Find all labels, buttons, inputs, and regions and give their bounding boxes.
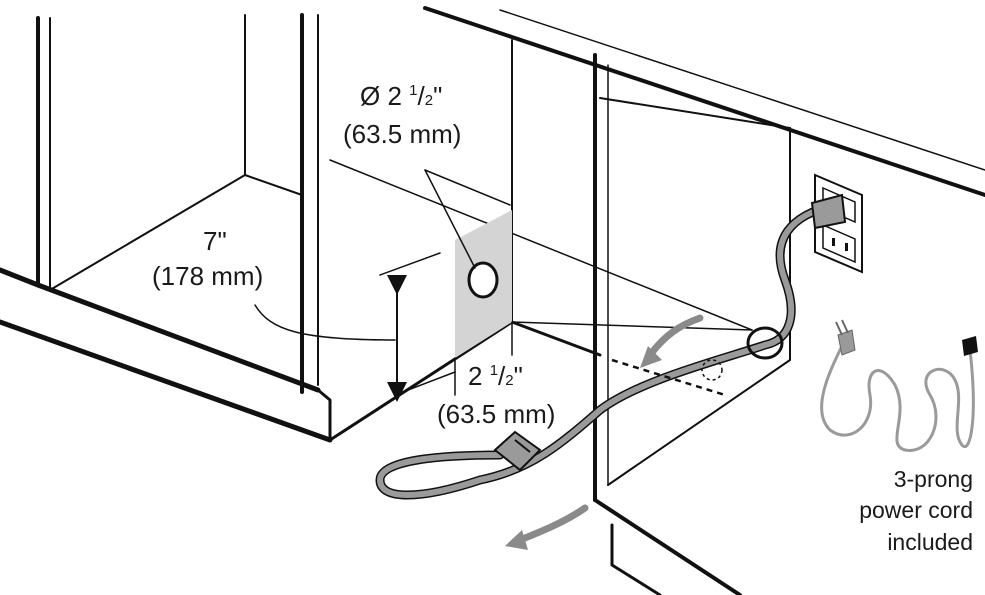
back-wall: [329, 6, 985, 361]
routing-arrow-icon: [505, 314, 704, 550]
offset-dimension: [454, 321, 513, 396]
hole-diameter-metric-label: (63.5 mm): [343, 119, 461, 149]
side-panel: [455, 210, 512, 358]
included-cord-illustration: [820, 319, 978, 452]
cord-note-line-1: 3-prong: [894, 466, 973, 492]
left-cabinet: [0, 13, 333, 443]
cord-note-line-2: power cord: [859, 497, 973, 523]
hole-diameter-label: Ø 2 1/2": [360, 81, 442, 111]
plug-icon: [810, 193, 847, 230]
offset-imperial-label: 2 1/2": [468, 361, 523, 391]
power-cord-icon: [375, 200, 840, 500]
offset-metric-label: (63.5 mm): [437, 399, 555, 429]
height-imperial-label: 7": [203, 226, 227, 256]
drill-hole: [467, 261, 499, 299]
height-dimension: [254, 252, 456, 402]
hole-location-marker: [611, 358, 726, 397]
cord-pass-through-hole: [746, 326, 784, 360]
cord-note: 3-prong power cord included: [859, 466, 973, 555]
height-metric-label: (178 mm): [152, 261, 263, 291]
appliance-connector-icon: [493, 430, 542, 472]
diameter-leaders: [424, 169, 511, 269]
included-cord-connector-icon: [962, 336, 978, 356]
cord-note-line-3: included: [887, 529, 973, 555]
right-cabinet: [593, 53, 791, 595]
